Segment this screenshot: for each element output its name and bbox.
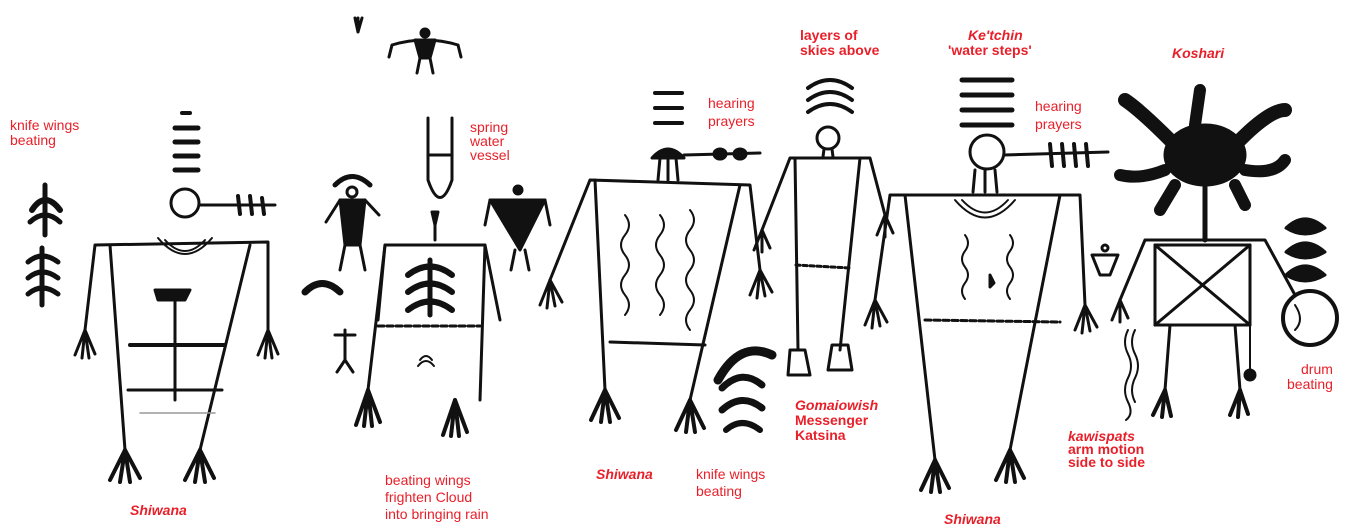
label-shiwana-3: Shiwana [944,512,1001,527]
label-line: beating wings [385,472,489,489]
messenger-katsina-figure [754,80,893,375]
label-line: water [470,134,510,148]
label-line: spring [470,120,510,134]
label-gomaiowish-messenger-katsina: Gomaiowish Messenger Katsina [795,398,878,443]
label-line: Messenger [795,413,878,428]
label-ketchin-water-steps: Ke'tchin 'water steps' [948,28,1032,58]
label-line: layers of [800,28,879,43]
label-line: drum [1287,362,1333,377]
label-line: knife wings [10,118,79,133]
label-line: frighten Cloud [385,489,489,506]
label-line: prayers [1035,115,1082,133]
label-line: Katsina [795,428,878,443]
label-line: 'water steps' [948,43,1032,58]
label-shiwana-2: Shiwana [596,467,653,482]
label-line: skies above [800,43,879,58]
label-line: side to side [1068,456,1145,469]
label-line: knife wings [696,466,765,483]
label-layers-of-skies: layers of skies above [800,28,879,58]
label-line: vessel [470,148,510,162]
label-line: beating [696,483,765,500]
label-knife-wings-left: knife wings beating [10,118,79,148]
label-spring-water-vessel: spring water vessel [470,120,510,162]
label-line: hearing [1035,97,1082,115]
shiwana-figure-2 [540,93,772,432]
label-line: prayers [708,112,755,130]
label-line: beating [10,133,79,148]
label-drum-beating: drum beating [1287,362,1333,392]
label-hearing-prayers-1: hearing prayers [708,94,755,130]
label-shiwana-1: Shiwana [130,503,187,518]
label-koshari: Koshari [1172,46,1224,61]
label-kawispats-arm-motion: kawispats arm motion side to side [1068,430,1145,469]
vessel-figure [305,18,550,436]
label-hearing-prayers-2: hearing prayers [1035,97,1082,133]
label-line: Ke'tchin [948,28,1032,43]
label-beating-wings: beating wings frighten Cloud into bringi… [385,472,489,523]
label-line: hearing [708,94,755,112]
shiwana-figure-1 [28,113,278,482]
label-line: into bringing rain [385,506,489,523]
label-line: Gomaiowish [795,398,878,413]
label-knife-wings-mid: knife wings beating [696,466,765,500]
label-line: beating [1287,377,1333,392]
